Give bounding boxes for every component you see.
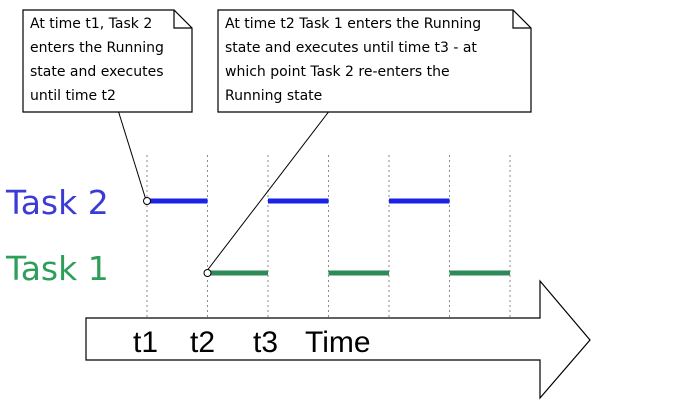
axis-label-t3: t3 bbox=[253, 326, 278, 359]
callout-1-box bbox=[22, 9, 193, 113]
task-1-label: Task 1 bbox=[5, 249, 109, 288]
tick-lines bbox=[146, 155, 511, 318]
callout-2-line-1: At time t2 Task 1 enters the Running bbox=[225, 16, 481, 32]
task-2-label: Task 2 bbox=[5, 183, 109, 222]
task-bars bbox=[143, 197, 510, 277]
time-arrow bbox=[85, 279, 591, 400]
callout-2-line-2: state and executes until time t3 - at bbox=[225, 40, 477, 56]
callout-1-line-3: state and executes bbox=[30, 64, 164, 80]
axis-label-t1: t1 bbox=[133, 326, 158, 359]
callout-2: At time t2 Task 1 enters the Running sta… bbox=[217, 9, 532, 113]
callout-1-line-2: enters the Running bbox=[30, 40, 164, 56]
task-1-start-marker bbox=[203, 269, 212, 277]
callout-2-line-3: which point Task 2 re-enters the bbox=[225, 64, 450, 80]
callout-1: At time t1, Task 2 enters the Running st… bbox=[22, 9, 193, 113]
axis-title-time: Time bbox=[305, 326, 371, 359]
callout-2-line-4: Running state bbox=[225, 88, 322, 104]
axis-label-t2: t2 bbox=[190, 326, 215, 359]
callout-2-connector bbox=[205, 109, 331, 273]
callout-1-fold bbox=[173, 10, 192, 29]
callout-2-box bbox=[217, 9, 532, 113]
callout-2-fold bbox=[512, 10, 531, 29]
callout-1-line-4: until time t2 bbox=[30, 88, 116, 104]
task-2-start-marker bbox=[143, 197, 151, 205]
callout-1-connector bbox=[117, 109, 147, 201]
callout-1-line-1: At time t1, Task 2 bbox=[30, 16, 152, 32]
